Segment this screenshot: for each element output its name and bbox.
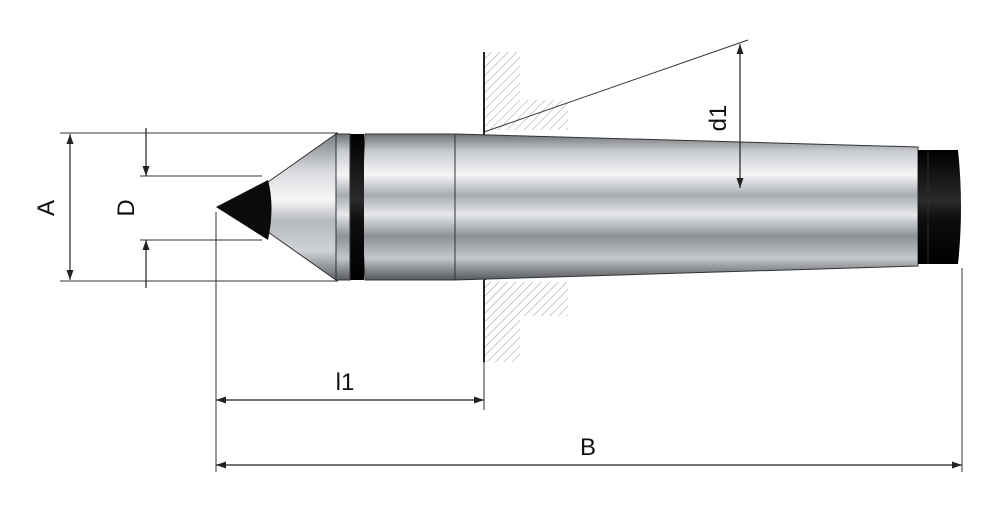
dimension-A: A [33,134,74,280]
end-cap [918,150,961,264]
label-D: D [113,199,140,216]
housing-cylinder [362,133,456,281]
dimension-l1: l1 [216,369,484,404]
carbide-tip [216,180,272,240]
taper-shank [454,133,919,281]
dimension-D: D [113,128,150,288]
label-d1: d1 [705,105,732,132]
hatch-upper-wall [484,52,520,130]
live-center-body [216,133,961,281]
hatch-lower-wall [484,282,520,362]
dimension-B: B [216,434,962,469]
groove-ring [350,134,364,280]
label-B: B [580,434,596,461]
label-l1: l1 [336,369,355,396]
hatch-upper-step [520,100,568,130]
taper-line-upper [483,39,749,133]
extension-lines [60,132,963,472]
hatch-lower-step [520,282,568,316]
center-cone [267,133,337,281]
label-A: A [33,200,60,216]
dimension-d1: d1 [705,44,744,188]
